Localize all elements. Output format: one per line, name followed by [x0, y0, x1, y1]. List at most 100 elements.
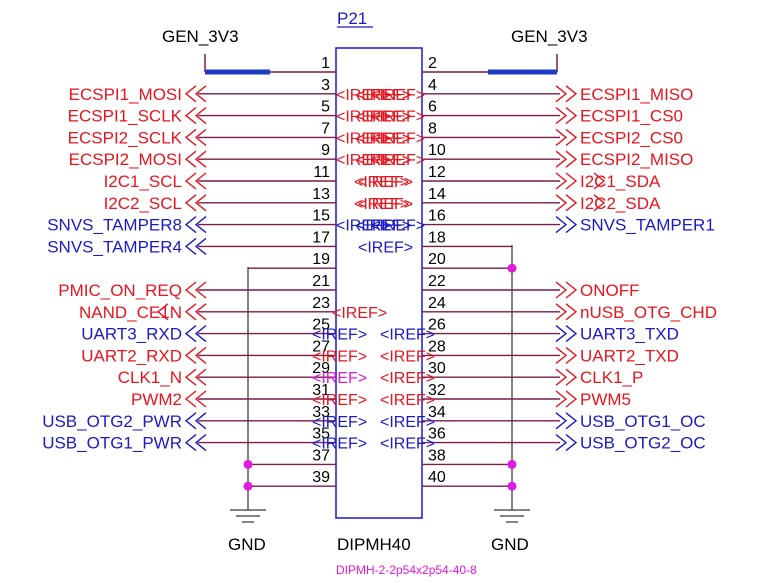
port-chevron-icon — [194, 150, 207, 168]
footprint-label: DIPMH-2-2p54x2p54-40-8 — [336, 563, 477, 577]
iref-annotation: <IREF> — [356, 109, 411, 126]
net-label[interactable]: ECSPI2_CS0 — [580, 128, 683, 147]
pin-number: 9 — [321, 142, 330, 159]
net-label[interactable]: UART2_RXD — [81, 346, 182, 365]
port-chevron-icon — [194, 107, 207, 125]
net-label[interactable]: UART3_RXD — [81, 325, 182, 344]
pin-number: 26 — [428, 317, 446, 334]
iref-annotation: <IREF> — [356, 218, 411, 235]
iref-annotation: <IREF> — [358, 239, 413, 256]
pin-number: 23 — [312, 295, 330, 312]
net-label[interactable]: ECSPI1_SCLK — [68, 107, 183, 126]
connector-body[interactable] — [335, 47, 423, 519]
port-chevron-icon — [555, 194, 568, 212]
pin-number: 36 — [428, 426, 446, 443]
iref-annotation: <IREF> — [380, 348, 435, 365]
net-label[interactable]: ECSPI2_MISO — [580, 150, 693, 169]
pin-number: 25 — [312, 317, 330, 334]
net-label[interactable]: PMIC_ON_REQ — [58, 281, 182, 300]
net-label[interactable]: PWM5 — [580, 390, 631, 409]
left-pin-group: 13ECSPI1_MOSI<IREF><IREF>5ECSPI1_SCLK<IR… — [42, 55, 411, 487]
net-label[interactable]: USB_OTG2_OC — [580, 434, 706, 453]
designator-label: P21 — [337, 9, 367, 28]
net-label[interactable]: I2C1_SCL — [104, 172, 182, 191]
port-chevron-icon — [555, 107, 568, 125]
port-chevron-icon — [184, 85, 197, 103]
net-label[interactable]: USB_OTG1_OC — [580, 412, 706, 431]
net-label[interactable]: SNVS_TAMPER4 — [47, 237, 182, 256]
port-chevron-icon — [555, 346, 568, 364]
iref-annotation: <IREF> — [356, 109, 411, 126]
pin-number: 12 — [428, 164, 446, 181]
pin-number: 31 — [312, 382, 330, 399]
iref-annotation: <IREF> — [358, 196, 413, 213]
net-label[interactable]: CLK1_P — [580, 368, 643, 387]
iref-annotation: <IREF> — [356, 218, 411, 235]
net-label[interactable]: USB_OTG2_PWR — [42, 412, 182, 431]
port-chevron-icon — [184, 194, 197, 212]
pin-number: 29 — [312, 360, 330, 377]
port-chevron-icon — [194, 412, 207, 430]
pin-number: 28 — [428, 338, 446, 355]
iref-annotation: <IREF> — [356, 152, 411, 169]
net-label[interactable]: ECSPI1_MISO — [580, 85, 693, 104]
port-chevron-icon — [184, 237, 197, 255]
pin-number: 14 — [428, 186, 446, 203]
iref-annotation: <IREF> — [380, 436, 435, 453]
port-chevron-icon — [565, 128, 578, 146]
pin-number: 24 — [428, 295, 446, 312]
iref-annotation: <IREF> — [358, 174, 413, 191]
iref-annotation: <IREF> — [370, 109, 425, 126]
pin-number: 20 — [428, 251, 446, 268]
net-label[interactable]: nUSB_OTG_CHD — [580, 303, 717, 322]
iref-annotation: <IREF> — [370, 87, 425, 104]
iref-annotation: <IREF> — [380, 414, 435, 431]
pin-number: 7 — [321, 120, 330, 137]
port-chevron-icon — [184, 172, 197, 190]
iref-annotation: <IREF> — [336, 152, 391, 169]
iref-annotation: <IREF> — [312, 436, 367, 453]
pin-number: 35 — [312, 426, 330, 443]
net-label[interactable]: CLK1_N — [118, 368, 182, 387]
net-label[interactable]: PWM2 — [131, 390, 182, 409]
net-label[interactable]: ECSPI1_CS0 — [580, 107, 683, 126]
iref-annotation: <IREF> — [336, 87, 391, 104]
net-label[interactable]: UART3_TXD — [580, 325, 679, 344]
net-label[interactable]: ECSPI2_MOSI — [69, 150, 182, 169]
port-chevron-icon — [184, 346, 197, 364]
port-chevron-icon — [565, 368, 578, 386]
port-chevron-icon — [194, 325, 207, 343]
net-label[interactable]: USB_OTG1_PWR — [42, 434, 182, 453]
port-chevron-icon — [194, 85, 207, 103]
port-chevron-icon — [555, 281, 568, 299]
port-chevron-icon — [555, 434, 568, 452]
net-label[interactable]: SNVS_TAMPER8 — [47, 216, 182, 235]
port-chevron-icon — [555, 390, 568, 408]
port-chevron-icon — [194, 434, 207, 452]
port-chevron-icon — [555, 303, 568, 321]
junction-dot — [507, 263, 517, 273]
iref-annotation: <IREF> — [312, 392, 367, 409]
pin-number: 40 — [428, 469, 446, 486]
net-label[interactable]: SNVS_TAMPER1 — [580, 216, 715, 235]
port-chevron-icon — [565, 150, 578, 168]
pin-number: 30 — [428, 360, 446, 377]
net-label[interactable]: ECSPI2_SCLK — [68, 128, 183, 147]
net-label[interactable]: NAND_CE1N — [79, 303, 182, 322]
port-chevron-icon — [555, 325, 568, 343]
iref-annotation: <IREF> — [312, 327, 367, 344]
pin-number: 8 — [428, 120, 437, 137]
net-label[interactable]: I2C1_SDA — [580, 172, 661, 191]
net-label[interactable]: ECSPI1_MOSI — [69, 85, 182, 104]
iref-annotation: <IREF> — [380, 370, 435, 387]
net-label[interactable]: UART2_TXD — [580, 346, 679, 365]
port-chevron-icon — [184, 216, 197, 234]
iref-annotation: <IREF> — [356, 87, 411, 104]
pin-number: 27 — [312, 338, 330, 355]
net-label[interactable]: ONOFF — [580, 281, 640, 300]
net-label[interactable]: I2C2_SDA — [580, 194, 661, 213]
net-label[interactable]: I2C2_SCL — [104, 194, 182, 213]
port-chevron-icon — [565, 85, 578, 103]
port-chevron-icon — [194, 368, 207, 386]
